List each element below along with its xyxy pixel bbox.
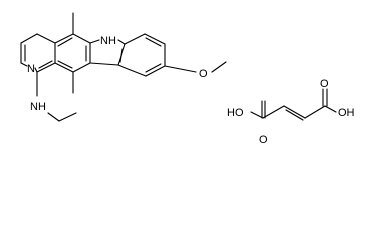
methoxy-bond — [164, 65, 197, 73]
ethyl-bond-2 — [58, 112, 77, 122]
bond — [117, 64, 147, 77]
bond — [20, 62, 28, 67]
bond — [250, 111, 264, 119]
bond — [144, 33, 166, 45]
bond — [145, 63, 162, 73]
fumaric-acid: O HO O OH — [227, 78, 355, 146]
bond — [36, 62, 56, 73]
atom-label-nh-amine: NH — [30, 101, 46, 113]
bond — [36, 33, 56, 44]
bond — [57, 60, 73, 69]
chemical-structure-canvas: N NH NH O O HO O OH — [20, 12, 355, 146]
bond — [117, 39, 126, 45]
bond — [89, 62, 119, 66]
atom-label-n-pyridine: N — [27, 63, 35, 75]
bond — [54, 62, 74, 73]
atom-label-o-methoxy: O — [199, 68, 208, 80]
bond — [262, 105, 285, 119]
methyl-bond — [211, 61, 227, 73]
main-molecule: N NH NH O — [20, 12, 227, 122]
bond — [145, 37, 162, 47]
bond — [72, 62, 91, 73]
bond — [38, 60, 53, 69]
atom-label-oh-right: OH — [338, 107, 355, 119]
bond — [324, 105, 337, 113]
bond — [57, 37, 73, 47]
bond — [283, 105, 306, 119]
bond — [119, 48, 123, 63]
ethyl-bond-1 — [47, 112, 60, 122]
atom-label-ho-left: HO — [227, 107, 244, 119]
bond — [145, 65, 166, 77]
atom-label-o-right: O — [320, 78, 329, 90]
atom-label-nh-indole: NH — [100, 35, 116, 47]
bond — [34, 67, 38, 73]
bond — [285, 109, 304, 121]
atom-label-o-left: O — [259, 134, 268, 146]
bond — [304, 105, 326, 119]
structure-drawing: N NH NH O O HO O OH — [20, 12, 355, 146]
bond — [89, 39, 100, 44]
bond — [54, 33, 74, 44]
bond — [20, 33, 38, 44]
bond — [72, 33, 91, 44]
bond — [124, 33, 146, 45]
